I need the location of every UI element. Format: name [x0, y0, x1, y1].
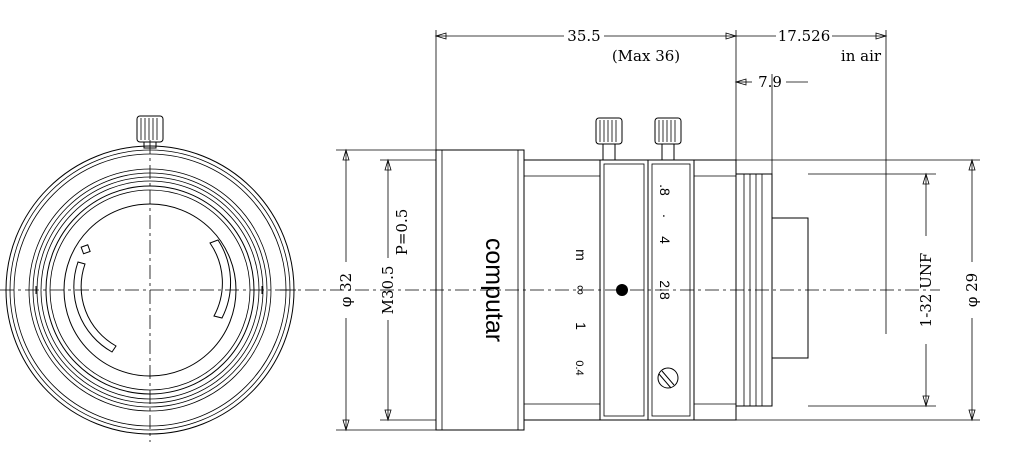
brand-label: computar: [480, 238, 508, 342]
index-dot-icon: [616, 284, 628, 296]
dimension-front-thread: M30.5: [379, 266, 397, 315]
distance-unit: m: [573, 249, 589, 261]
dimension-back-focus: 17.526: [778, 27, 831, 45]
thumb-screw-icon: [136, 115, 164, 149]
slotted-screw-icon: [657, 367, 679, 389]
dimension-flange-length-max: (Max 36): [612, 47, 680, 65]
dimension-back-focus-note: in air: [841, 47, 882, 65]
distance-mark-1: 1: [573, 322, 589, 330]
dimension-lines: 35.5 (Max 36) 17.526 in air 7.9 φ 32 M30…: [336, 27, 981, 432]
thumb-screw-icon: [595, 117, 623, 161]
thumb-screw-icon: [654, 117, 682, 161]
aperture-mark-8: .8: [657, 184, 673, 196]
dimension-flange-length: 35.5: [567, 27, 600, 45]
aperture-mark-2-8: 2.8: [657, 280, 673, 300]
lens-front-view: [0, 115, 300, 442]
dimension-mount-depth: 7.9: [758, 73, 782, 91]
lens-side-view: computar m ∞ 1 0.4 .8 · 4 2.8: [280, 117, 940, 431]
dimension-body-diameter: φ 32: [337, 273, 355, 307]
distance-mark-0-4: 0.4: [573, 360, 585, 375]
dimension-mount-thread: 1-32 UNF: [917, 253, 935, 328]
dimension-thread-pitch: P=0.5: [393, 209, 411, 256]
distance-mark-infinity: ∞: [573, 285, 589, 295]
aperture-mark-dot: ·: [657, 214, 673, 219]
dimension-mount-diameter: φ 29: [963, 273, 981, 307]
aperture-mark-4: 4: [657, 236, 673, 244]
